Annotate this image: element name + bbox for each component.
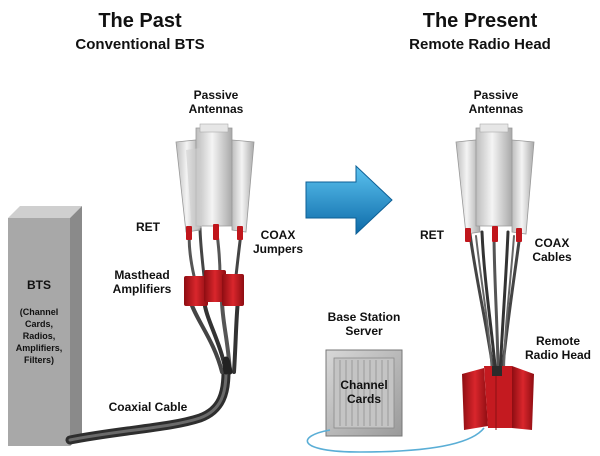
past-ret-units: [186, 224, 243, 240]
present-title: The Present: [422, 10, 538, 32]
bts-item: (Channel: [19, 307, 59, 317]
coax-jumpers-label: COAX Jumpers: [252, 228, 304, 256]
present-passive-antennas-label: Passive Antennas: [468, 88, 524, 116]
past-title: The Past: [98, 10, 182, 32]
bts-item: Filters): [23, 355, 54, 365]
present-passive-antennas: [455, 123, 535, 235]
channel-cards-label: Channel Cards: [340, 378, 388, 406]
coax-cables-label: COAX Cables: [532, 236, 572, 264]
bts-contents: (Channel Cards, Radios, Amplifiers, Filt…: [4, 306, 74, 366]
transition-arrow: [305, 164, 393, 236]
bts-label: BTS: [27, 278, 51, 292]
bts-item: Cards,: [24, 319, 53, 329]
present-cable-bundle: [468, 230, 522, 378]
masthead-amplifiers: [184, 270, 244, 306]
base-station-server-label: Base Station Server: [327, 310, 401, 338]
present-ret-units: [465, 226, 522, 242]
past-subtitle: Conventional BTS: [75, 36, 205, 53]
coaxial-cable-label: Coaxial Cable: [108, 400, 188, 414]
present-ret-label: RET: [420, 228, 444, 242]
coaxial-cable: [65, 367, 231, 445]
masthead-amplifiers-label: Masthead Amplifiers: [112, 268, 172, 296]
bts-item: Amplifiers,: [15, 343, 63, 353]
remote-radio-head: [462, 366, 534, 430]
base-station-server: [325, 349, 403, 437]
present-subtitle: Remote Radio Head: [409, 36, 551, 53]
bts-item: Radios,: [22, 331, 56, 341]
past-passive-antennas-label: Passive Antennas: [188, 88, 244, 116]
bts-cabinet: [8, 206, 82, 446]
fiber-link: [306, 427, 485, 453]
past-ret-label: RET: [136, 220, 160, 234]
remote-radio-head-label: Remote Radio Head: [524, 334, 591, 362]
past-passive-antennas: [175, 123, 255, 233]
